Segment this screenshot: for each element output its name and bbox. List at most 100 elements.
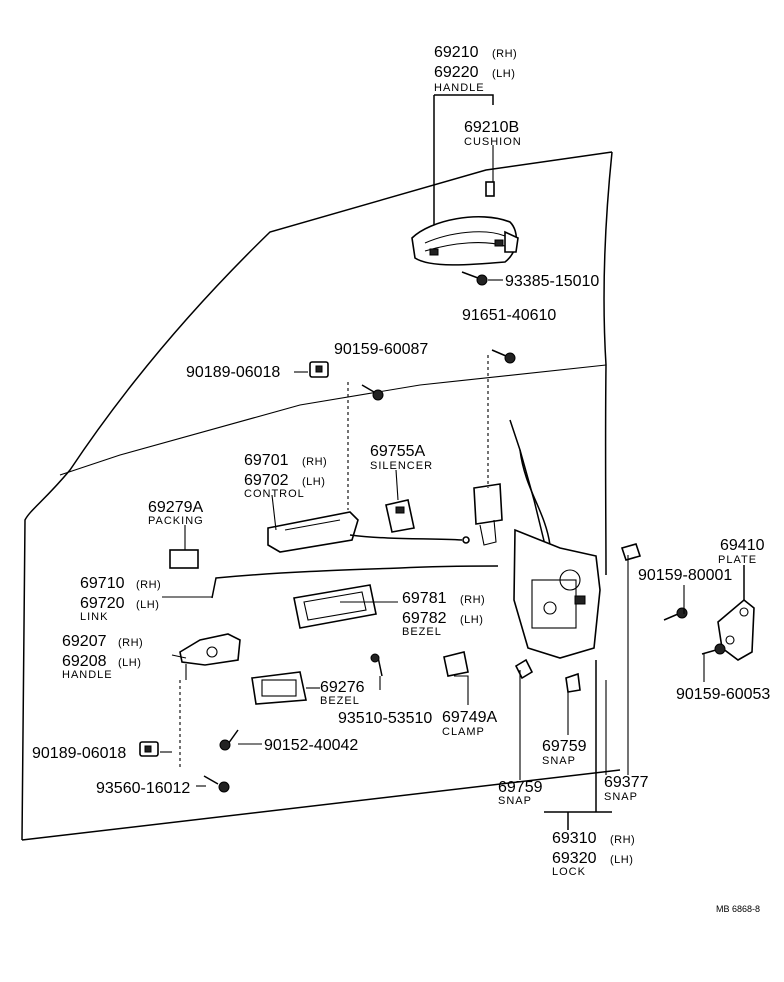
svg-text:SNAP: SNAP	[498, 795, 532, 807]
svg-text:HANDLE: HANDLE	[62, 669, 113, 681]
svg-text:(RH): (RH)	[118, 637, 143, 649]
control-part	[267, 511, 470, 553]
bolt-90159-60087-part	[361, 384, 384, 401]
svg-text:(RH): (RH)	[492, 48, 517, 60]
svg-text:69207: 69207	[62, 633, 107, 650]
label-clip-90189-top: 90189-06018	[186, 364, 280, 381]
screw-90152-part	[219, 729, 239, 751]
label-silencer: 69755A SILENCER	[370, 443, 433, 472]
svg-text:93385-15010: 93385-15010	[505, 273, 599, 290]
snap-69377-part	[620, 543, 642, 561]
svg-text:69759: 69759	[498, 779, 543, 796]
svg-text:69276: 69276	[320, 679, 365, 696]
svg-text:69710: 69710	[80, 575, 125, 592]
svg-text:69702: 69702	[244, 472, 289, 489]
snap-69759-left-part	[514, 658, 534, 680]
label-packing: 69279A PACKING	[148, 499, 203, 527]
door-panel-outline	[21, 151, 621, 841]
svg-text:90152-40042: 90152-40042	[264, 737, 358, 754]
svg-text:69210B: 69210B	[464, 119, 519, 136]
svg-text:90159-80001: 90159-80001	[638, 567, 732, 584]
label-screw-93510: 93510-53510	[338, 710, 432, 727]
svg-text:69220: 69220	[434, 64, 479, 81]
leader-lines	[160, 94, 745, 830]
label-clamp: 69749A CLAMP	[442, 709, 497, 738]
label-screw-93560: 93560-16012	[96, 780, 190, 797]
svg-text:90159-60053: 90159-60053	[676, 686, 770, 703]
svg-text:93560-16012: 93560-16012	[96, 780, 190, 797]
label-lock: 69310 (RH) 69320 (LH) LOCK	[552, 830, 635, 878]
screw-91651-part	[491, 349, 516, 364]
outer-handle-part	[411, 216, 519, 266]
label-snap-69377: 69377 SNAP	[604, 774, 649, 803]
svg-text:90159-60087: 90159-60087	[334, 341, 428, 358]
svg-text:69720: 69720	[80, 595, 125, 612]
clamp-part	[443, 651, 469, 677]
svg-text:(LH): (LH)	[492, 68, 515, 80]
label-handle-outer: 69210 (RH) 69220 (LH) HANDLE	[434, 44, 517, 94]
svg-text:91651-40610: 91651-40610	[462, 307, 556, 324]
label-bolt-90159-60087: 90159-60087	[334, 341, 428, 358]
label-bolt-90159-80001: 90159-80001	[638, 567, 732, 584]
svg-text:HANDLE: HANDLE	[434, 82, 485, 94]
svg-text:(LH): (LH)	[610, 854, 633, 866]
svg-text:69208: 69208	[62, 653, 107, 670]
label-clip-90189-bottom: 90189-06018	[32, 745, 126, 762]
svg-text:69782: 69782	[402, 610, 447, 627]
screw-93560-part	[203, 775, 230, 793]
svg-text:BEZEL: BEZEL	[320, 695, 360, 707]
svg-text:SNAP: SNAP	[542, 755, 576, 767]
label-cushion: 69210B CUSHION	[464, 119, 522, 148]
svg-text:69781: 69781	[402, 590, 447, 607]
label-screw-90152: 90152-40042	[264, 737, 358, 754]
diagram-reference-code: MB 6868-8	[716, 904, 760, 914]
svg-text:69755A: 69755A	[370, 443, 425, 460]
label-control: 69701 (RH) 69702 (LH) CONTROL	[244, 452, 327, 500]
label-snap-69759-right: 69759 SNAP	[542, 738, 587, 767]
svg-text:CONTROL: CONTROL	[244, 488, 305, 500]
svg-text:LOCK: LOCK	[552, 866, 586, 878]
bezel-69276-part	[251, 671, 307, 705]
label-bezel-69781: 69781 (RH) 69782 (LH) BEZEL	[402, 590, 485, 638]
svg-text:BEZEL: BEZEL	[402, 626, 442, 638]
label-bolt-90159-60053: 90159-60053	[676, 686, 770, 703]
svg-text:69410: 69410	[720, 537, 765, 554]
packing-part	[169, 549, 199, 569]
svg-text:(LH): (LH)	[302, 476, 325, 488]
svg-text:69701: 69701	[244, 452, 289, 469]
svg-text:CUSHION: CUSHION	[464, 136, 522, 148]
svg-text:69320: 69320	[552, 850, 597, 867]
svg-text:(RH): (RH)	[302, 456, 327, 468]
bolt-90159-60053-part	[701, 643, 726, 655]
svg-text:PLATE: PLATE	[718, 554, 757, 566]
svg-text:(LH): (LH)	[118, 657, 141, 669]
clip-90189-bottom-part	[139, 741, 159, 757]
label-handle-inner: 69207 (RH) 69208 (LH) HANDLE	[62, 633, 143, 681]
screw-93510-part	[370, 653, 383, 677]
svg-text:(RH): (RH)	[610, 834, 635, 846]
link-part	[211, 565, 499, 599]
clip-90189-top-part	[309, 361, 329, 378]
bezel-69781-part	[293, 584, 377, 629]
label-snap-69759-left: 69759 SNAP	[498, 779, 543, 807]
svg-text:LINK: LINK	[80, 611, 108, 623]
svg-text:(LH): (LH)	[460, 614, 483, 626]
svg-text:(RH): (RH)	[460, 594, 485, 606]
cushion-part	[485, 181, 495, 197]
label-screw-91651: 91651-40610	[462, 307, 556, 324]
svg-text:69210: 69210	[434, 44, 479, 61]
svg-text:69310: 69310	[552, 830, 597, 847]
svg-text:69377: 69377	[604, 774, 649, 791]
label-link: 69710 (RH) 69720 (LH) LINK	[80, 575, 161, 623]
snap-69759-right-part	[565, 672, 581, 693]
svg-text:CLAMP: CLAMP	[442, 726, 485, 738]
svg-text:SNAP: SNAP	[604, 791, 638, 803]
lock-part	[473, 419, 601, 659]
svg-text:SILENCER: SILENCER	[370, 460, 433, 472]
svg-text:(LH): (LH)	[136, 599, 159, 611]
svg-text:69759: 69759	[542, 738, 587, 755]
svg-text:69749A: 69749A	[442, 709, 497, 726]
screw-93385-part	[461, 271, 488, 286]
label-plate: 69410 PLATE	[718, 537, 765, 566]
